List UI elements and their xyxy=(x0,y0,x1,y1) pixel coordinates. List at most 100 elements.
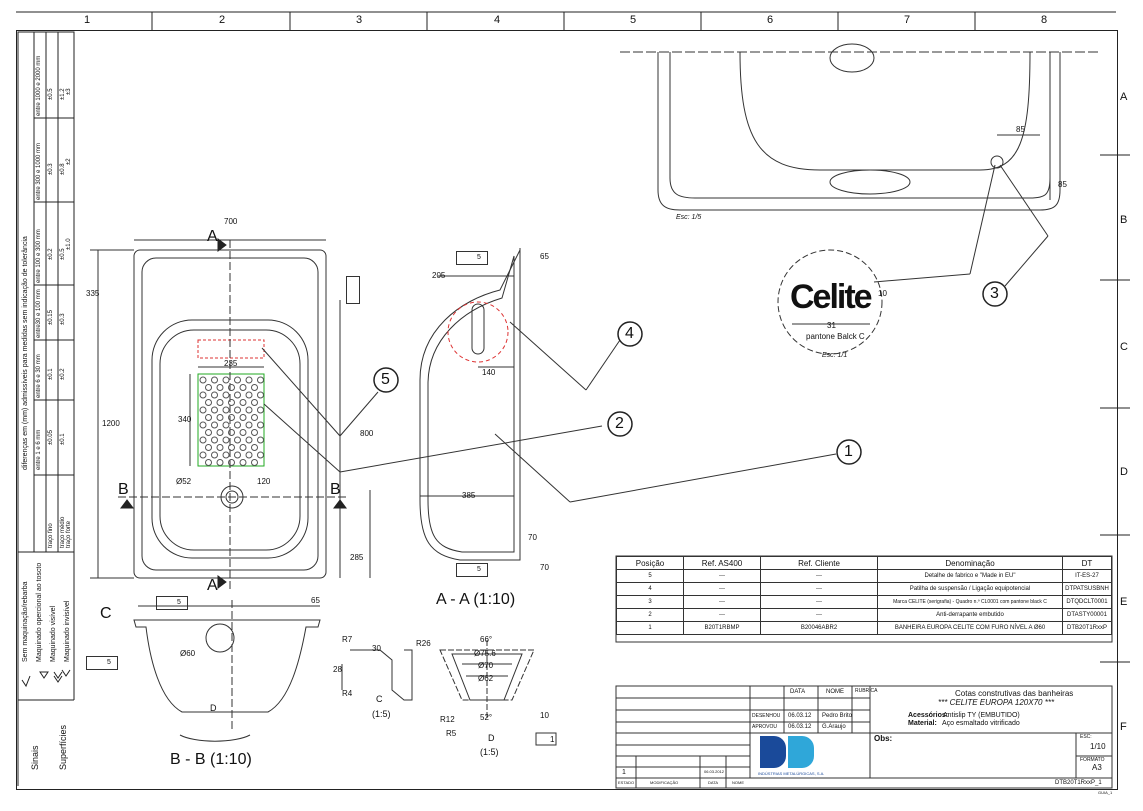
dim-800: 800 xyxy=(360,429,374,438)
logo-dim-10: 10 xyxy=(878,289,887,298)
tolerance-medium-4: ±0.5 xyxy=(60,248,66,260)
antislip-dot xyxy=(222,376,230,384)
section-label-b-left: B xyxy=(118,481,129,498)
antislip-dot xyxy=(228,399,235,406)
dim-tr-85b: 85 xyxy=(1058,180,1067,189)
tb-name1: Pedro Brito xyxy=(822,713,853,719)
drawing-border xyxy=(16,30,1118,790)
balloon-3: 3 xyxy=(990,285,999,302)
bom-cell: --- xyxy=(760,608,878,622)
bom-header-dt: DT xyxy=(1062,556,1112,570)
tb-drawing-number: DTB20T1RxxP_1 xyxy=(1055,780,1102,786)
antislip-dot xyxy=(205,459,212,466)
tb-col-rubrica: RUBRICA xyxy=(855,688,878,694)
antislip-dot xyxy=(257,436,264,444)
logo-b2-icon xyxy=(788,736,814,768)
antislip-dot xyxy=(228,414,235,421)
antislip-dot xyxy=(222,391,230,399)
logo-color: pantone Balck C xyxy=(806,332,865,341)
antislip-dot xyxy=(251,429,258,436)
tb-esc-label: ESC: xyxy=(1080,734,1092,740)
antislip-dot xyxy=(257,391,264,399)
antislip-dot xyxy=(251,414,258,421)
dim-aa-140: 140 xyxy=(482,368,496,377)
tolerance-fine-1: ±0.05 xyxy=(48,430,54,445)
antislip-dot xyxy=(257,451,264,459)
antislip-dot xyxy=(245,376,253,384)
flatness-symbol-bb-top: 5 xyxy=(156,596,188,610)
bom-cell: B20T1RBMP xyxy=(683,621,761,635)
antislip-dot xyxy=(251,399,258,406)
tb-rev-date: 06.03.2012 xyxy=(704,769,725,774)
bom-header-row: Posição Ref. AS400 Ref. Cliente Denomina… xyxy=(616,556,1112,570)
tb-obs-label: Obs: xyxy=(874,734,893,743)
antislip-dot xyxy=(228,444,235,451)
antislip-dot xyxy=(245,406,253,414)
bom-cell: 2 xyxy=(616,608,684,622)
bill-of-materials: Posição Ref. AS400 Ref. Cliente Denomina… xyxy=(616,556,1112,635)
detail-d-10: 10 xyxy=(540,711,549,720)
antislip-dot xyxy=(239,414,247,421)
detail-d-tol: 1 xyxy=(550,735,555,744)
tolerance-fine-2: ±0.1 xyxy=(48,368,54,380)
detail-d-angle52: 52° xyxy=(480,713,493,722)
table-row: 4 --- --- Patilha de suspensão / Ligação… xyxy=(616,582,1112,596)
antislip-dot xyxy=(205,384,212,391)
antislip-dot xyxy=(205,414,212,421)
detail-c-30: 30 xyxy=(372,644,381,653)
antislip-dot xyxy=(257,421,264,429)
grid-col-1: 1 xyxy=(84,14,91,26)
tb-col-nome: NOME xyxy=(826,689,844,695)
tb-col-data: DATA xyxy=(790,689,806,695)
tolerance-title: diferenças em (mm) admissíveis para medi… xyxy=(22,236,29,470)
antislip-dot xyxy=(239,399,247,406)
antislip-dot xyxy=(234,391,241,399)
antislip-dot xyxy=(245,391,253,399)
tb-sheet-code: GUIA_1 xyxy=(1098,790,1113,795)
tolerance-range-4: entre 100 e 300 mm xyxy=(36,229,42,283)
surfaces-label: Superfícies xyxy=(58,724,68,770)
section-label-b-right: B xyxy=(330,481,341,498)
tb-material-value: Aço esmaltado vitrificado xyxy=(942,720,1020,727)
tb-date1: 06.03.12 xyxy=(788,713,812,719)
antislip-dot xyxy=(245,436,253,444)
tolerance-rough-6: ±3 xyxy=(66,88,72,95)
antislip-dot xyxy=(199,406,207,414)
antislip-dot xyxy=(199,451,207,459)
tolerance-medium-1: ±0.1 xyxy=(60,433,66,445)
tolerance-medium-5: ±0.8 xyxy=(60,163,66,175)
antislip-dot xyxy=(251,384,258,391)
antislip-dot xyxy=(222,421,230,429)
bom-cell: Anti-derrapante embutido xyxy=(877,608,1063,622)
grid-row-f: F xyxy=(1120,721,1127,733)
antislip-dot xyxy=(222,451,230,459)
dim-bb-65: 65 xyxy=(311,596,320,605)
flatness-symbol-bb-left: 5 xyxy=(86,656,118,670)
grid-col-6: 6 xyxy=(767,14,774,26)
bom-cell: --- xyxy=(683,569,761,583)
detail-d-angle66: 66° xyxy=(480,635,493,644)
bom-cell: --- xyxy=(683,595,761,609)
line-fine-label: traço fino xyxy=(48,523,54,548)
top-right-scale: Esc: 1/5 xyxy=(676,214,702,221)
tb-aprovou: APROVOU xyxy=(752,724,778,730)
detail-d-r5: R5 xyxy=(446,729,457,738)
bom-cell: 5 xyxy=(616,569,684,583)
dim-235: 235 xyxy=(224,359,238,368)
antislip-dot xyxy=(245,451,253,459)
detail-c-28: 28 xyxy=(333,665,342,674)
bom-cell: --- xyxy=(683,582,761,596)
antislip-dot xyxy=(234,376,241,384)
antislip-dot xyxy=(234,406,241,414)
flatness-value-aa-bottom: 5 xyxy=(477,566,481,573)
tolerance-medium-2: ±0.2 xyxy=(60,368,66,380)
detail-c-r7: R7 xyxy=(342,635,353,644)
antislip-dot xyxy=(257,376,264,384)
detail-c-marker: C xyxy=(100,605,112,622)
dim-aa-65: 65 xyxy=(540,252,549,261)
balloon-1: 1 xyxy=(844,443,853,460)
antislip-dot xyxy=(211,376,218,384)
bom-cell: 4 xyxy=(616,582,684,596)
antislip-dot xyxy=(251,444,258,451)
